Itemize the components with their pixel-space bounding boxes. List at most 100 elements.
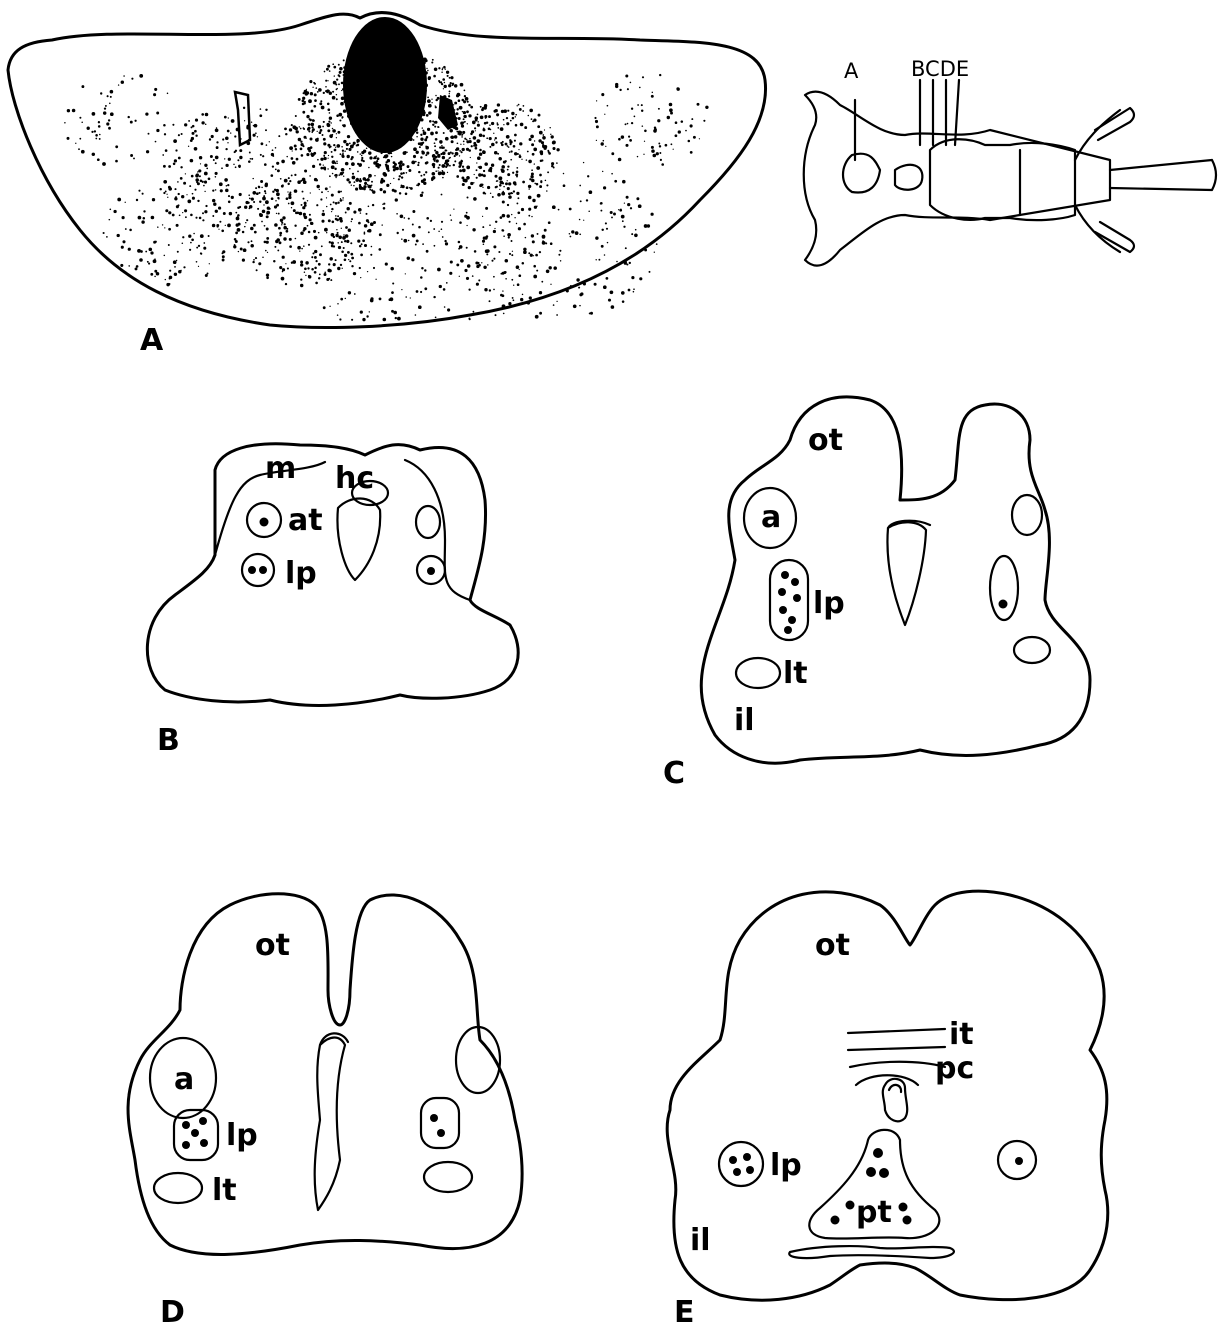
stain-speck: [162, 224, 163, 225]
stain-speck: [426, 68, 427, 69]
stain-speck: [669, 103, 673, 107]
stain-speck: [272, 165, 274, 167]
stain-speck: [639, 87, 641, 89]
stain-speck: [642, 125, 644, 127]
stain-speck: [618, 138, 621, 141]
stain-speck: [204, 181, 207, 184]
stain-speck: [356, 64, 358, 66]
stain-speck: [418, 305, 422, 309]
stain-speck: [518, 274, 521, 277]
stain-speck: [472, 275, 474, 277]
stain-speck: [426, 161, 429, 164]
stain-speck: [516, 192, 519, 195]
stain-speck: [122, 240, 125, 243]
stain-speck: [443, 66, 446, 69]
stain-speck: [613, 213, 616, 216]
stain-speck: [282, 256, 285, 259]
stain-speck: [291, 201, 295, 205]
stain-speck: [303, 128, 305, 130]
stain-speck: [347, 110, 350, 113]
stain-speck: [303, 227, 306, 230]
stain-speck: [461, 125, 464, 128]
stain-speck: [316, 185, 319, 188]
panel-c-ventricle: [887, 522, 926, 625]
stain-speck: [415, 244, 417, 246]
stain-speck: [226, 185, 228, 187]
stain-speck: [381, 224, 382, 225]
stain-speck: [387, 159, 390, 162]
label-il-e: il: [690, 1223, 711, 1258]
stain-speck: [418, 226, 421, 229]
stain-speck: [477, 114, 479, 116]
stain-speck: [154, 276, 156, 278]
stain-speck: [342, 199, 343, 200]
stain-speck: [458, 117, 461, 120]
stain-speck: [403, 70, 407, 74]
stain-speck: [480, 106, 482, 108]
lp-c-dot-5: [779, 606, 787, 614]
stain-speck: [348, 291, 351, 294]
stain-speck: [550, 134, 551, 135]
stain-speck: [705, 106, 708, 109]
stain-speck: [338, 75, 340, 77]
stain-speck: [103, 232, 105, 234]
stain-speck: [453, 208, 454, 209]
stain-speck: [79, 117, 81, 119]
stain-speck: [344, 240, 346, 242]
stain-speck: [109, 219, 111, 221]
stain-speck: [424, 287, 427, 290]
stain-speck: [434, 68, 438, 72]
stain-speck: [601, 245, 604, 248]
stain-speck: [443, 288, 446, 291]
stain-speck: [181, 133, 183, 135]
stain-speck: [623, 226, 625, 228]
stain-speck: [611, 173, 613, 175]
stain-speck: [164, 133, 166, 135]
panel-e-label: E: [674, 1295, 695, 1330]
stain-speck: [391, 102, 392, 103]
stain-speck: [477, 121, 478, 122]
stain-speck: [225, 225, 226, 226]
stain-speck: [442, 78, 445, 81]
stain-speck: [464, 95, 466, 97]
stain-speck: [378, 248, 381, 251]
stain-speck: [332, 134, 334, 136]
stain-speck: [595, 236, 598, 239]
stain-speck: [186, 194, 187, 195]
stain-speck: [95, 134, 98, 137]
stain-speck: [454, 102, 457, 105]
stain-speck: [360, 310, 363, 313]
stain-speck: [498, 251, 500, 253]
stain-speck: [419, 146, 421, 148]
stain-speck: [380, 181, 383, 184]
stain-speck: [335, 177, 336, 178]
stain-speck: [310, 192, 311, 193]
stain-speck: [497, 193, 501, 197]
stain-speck: [513, 285, 514, 286]
stain-speck: [546, 184, 548, 186]
stain-speck: [359, 267, 361, 269]
stain-speck: [444, 82, 446, 84]
stain-speck: [493, 245, 496, 248]
stain-speck: [512, 172, 514, 174]
stain-speck: [400, 186, 402, 188]
stain-speck: [520, 298, 523, 301]
stain-speck: [329, 257, 332, 260]
stain-speck: [406, 136, 409, 139]
stain-speck: [239, 149, 242, 152]
stain-speck: [395, 72, 397, 74]
stain-speck: [365, 85, 367, 87]
stain-speck: [327, 129, 330, 132]
stain-speck: [359, 179, 362, 182]
lt-nucleus-left: [736, 658, 780, 688]
stain-speck: [117, 198, 121, 202]
stain-speck: [224, 178, 228, 182]
stain-speck: [315, 260, 317, 262]
stain-speck: [401, 176, 403, 178]
stain-speck: [213, 202, 216, 205]
stain-speck: [435, 170, 437, 172]
stain-speck: [463, 144, 464, 145]
stain-speck: [362, 128, 363, 129]
stain-speck: [349, 202, 352, 205]
stain-speck: [456, 147, 459, 150]
